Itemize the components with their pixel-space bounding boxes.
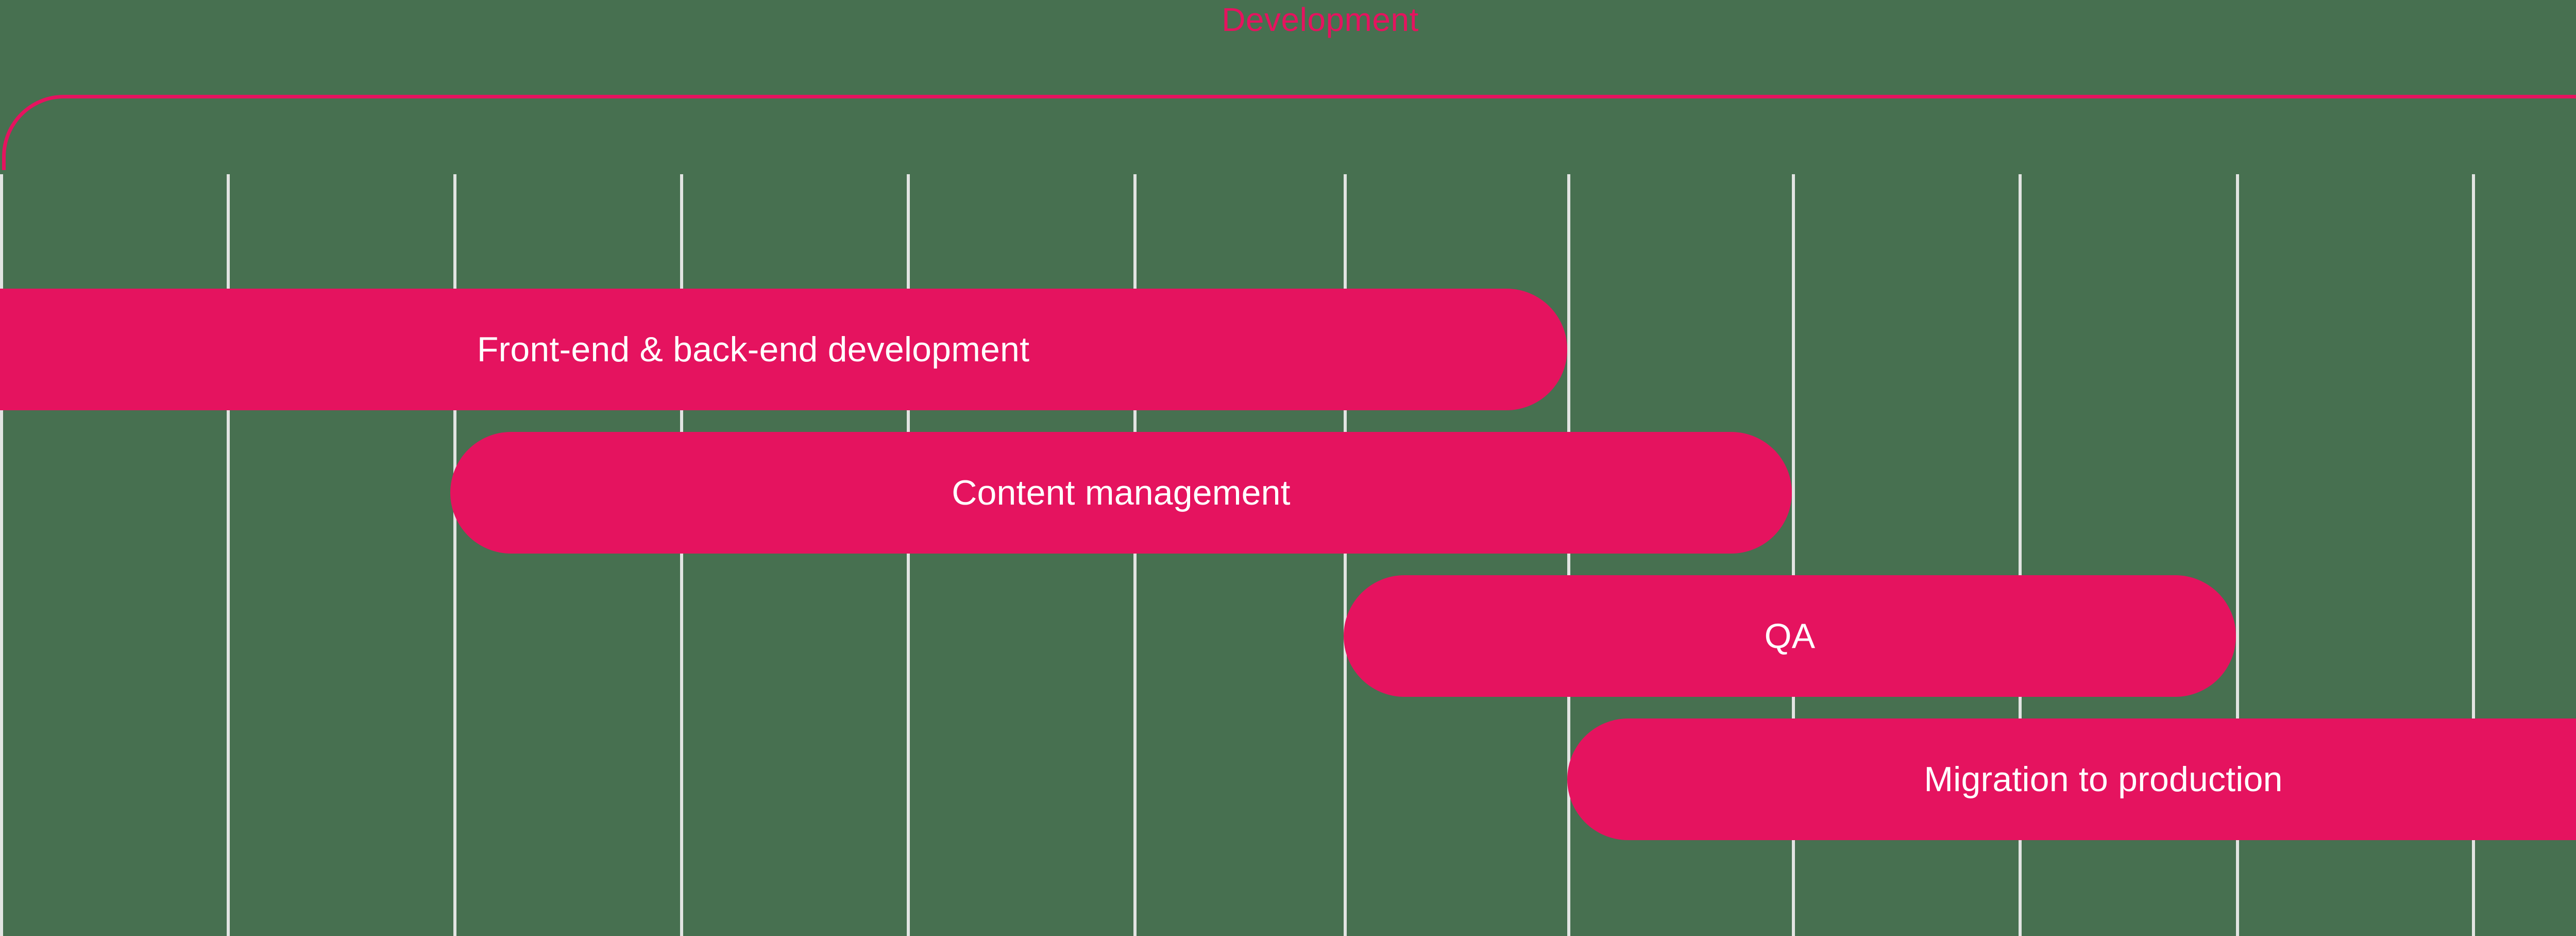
gantt-bar[interactable]: Content management: [450, 432, 1792, 554]
gantt-bar-label: Front-end & back-end development: [477, 330, 1030, 369]
gantt-bar-label: QA: [1764, 616, 1816, 656]
gantt-bar[interactable]: Migration to production: [1567, 718, 2576, 840]
page-title: Development: [1222, 1, 1419, 38]
gantt-bar-label: Content management: [952, 473, 1291, 512]
gantt-bar[interactable]: Front-end & back-end development: [0, 289, 1567, 410]
gantt-bar[interactable]: QA: [1344, 575, 2236, 697]
gantt-bar-label: Migration to production: [1924, 760, 2283, 799]
